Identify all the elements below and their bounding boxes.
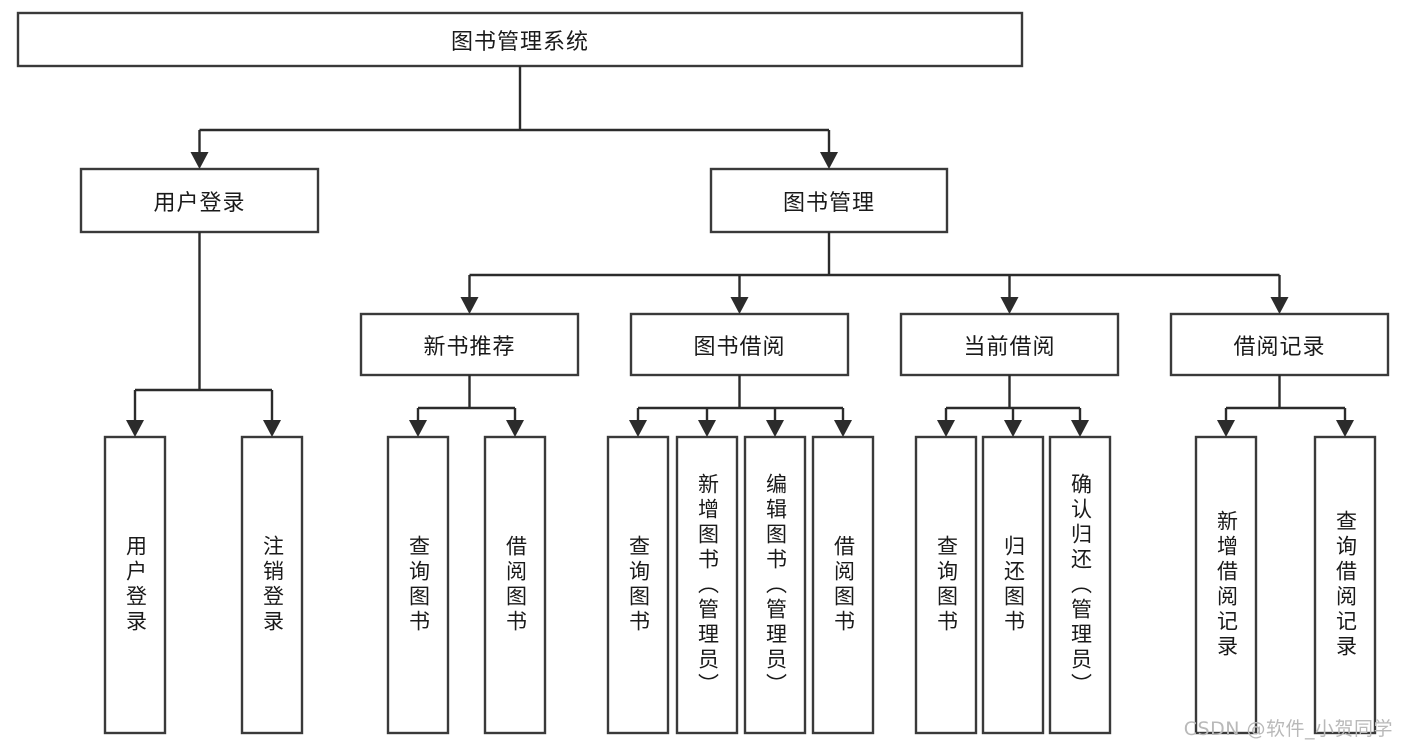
node-box-book-borrow[interactable]: [629, 312, 850, 377]
node-box-leaf-edit-book[interactable]: [743, 435, 807, 735]
node-box-leaf-logout[interactable]: [240, 435, 304, 735]
arrow-head-icon: [1000, 297, 1019, 314]
arrow-head-icon: [460, 297, 479, 314]
node-box-new-book-rec[interactable]: [359, 312, 580, 377]
arrow-head-icon: [1071, 420, 1089, 437]
node-box-leaf-query-book-borrow[interactable]: [606, 435, 670, 735]
arrow-head-icon: [698, 420, 716, 437]
arrow-head-icon: [409, 420, 427, 437]
arrow-head-icon: [1336, 420, 1354, 437]
arrow-head-icon: [1217, 420, 1235, 437]
node-box-leaf-add-book[interactable]: [675, 435, 739, 735]
arrow-head-icon: [629, 420, 647, 437]
node-box-leaf-return-book[interactable]: [981, 435, 1045, 735]
node-box-leaf-add-record[interactable]: [1194, 435, 1258, 735]
node-box-current-borrow[interactable]: [899, 312, 1120, 377]
arrow-head-icon: [263, 420, 281, 437]
arrow-head-icon: [1004, 420, 1022, 437]
node-box-leaf-user-login[interactable]: [103, 435, 167, 735]
connector-edges: [126, 66, 1354, 437]
node-box-leaf-borrow-book[interactable]: [811, 435, 875, 735]
arrow-head-icon: [126, 420, 144, 437]
arrow-head-icon: [1270, 297, 1289, 314]
arrow-head-icon: [190, 152, 209, 169]
csdn-watermark: CSDN @软件_小贺同学: [1183, 718, 1393, 740]
node-box-user-login[interactable]: [79, 167, 320, 234]
arrow-head-icon: [820, 152, 838, 169]
node-box-borrow-record[interactable]: [1169, 312, 1390, 377]
node-box-leaf-query-record[interactable]: [1313, 435, 1377, 735]
arrow-head-icon: [937, 420, 955, 437]
arrow-head-icon: [730, 297, 749, 314]
arrow-head-icon: [834, 420, 852, 437]
node-boxes: [16, 11, 1390, 735]
node-box-leaf-query-book-rec[interactable]: [386, 435, 450, 735]
arrow-head-icon: [506, 420, 524, 437]
node-box-leaf-confirm-return[interactable]: [1048, 435, 1112, 735]
node-box-leaf-borrow-book-rec[interactable]: [483, 435, 547, 735]
node-box-leaf-query-book-current[interactable]: [914, 435, 978, 735]
node-box-book-manage[interactable]: [709, 167, 949, 234]
arrow-head-icon: [766, 420, 784, 437]
node-box-root[interactable]: [16, 11, 1024, 68]
